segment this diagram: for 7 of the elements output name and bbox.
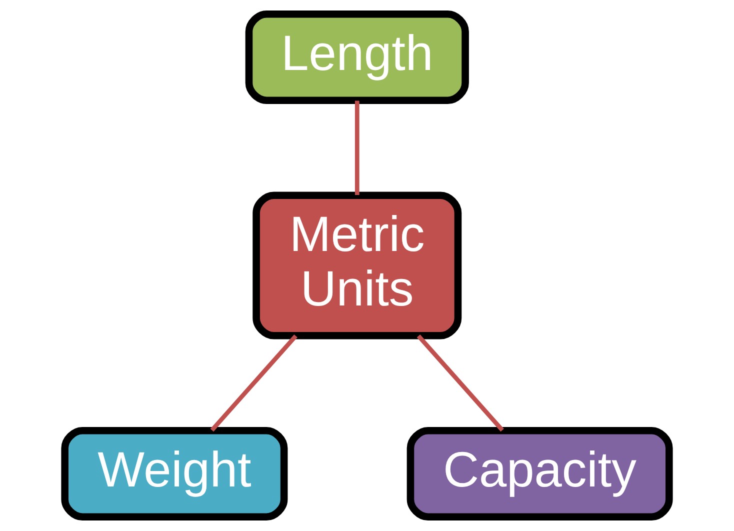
connector [210,334,298,432]
connector [416,334,504,432]
node-box: Weight [61,427,288,521]
node-box: Metric Units [252,192,462,340]
node-box: Length [245,10,469,104]
connector [354,100,360,195]
node-box: Capacity [406,427,673,521]
